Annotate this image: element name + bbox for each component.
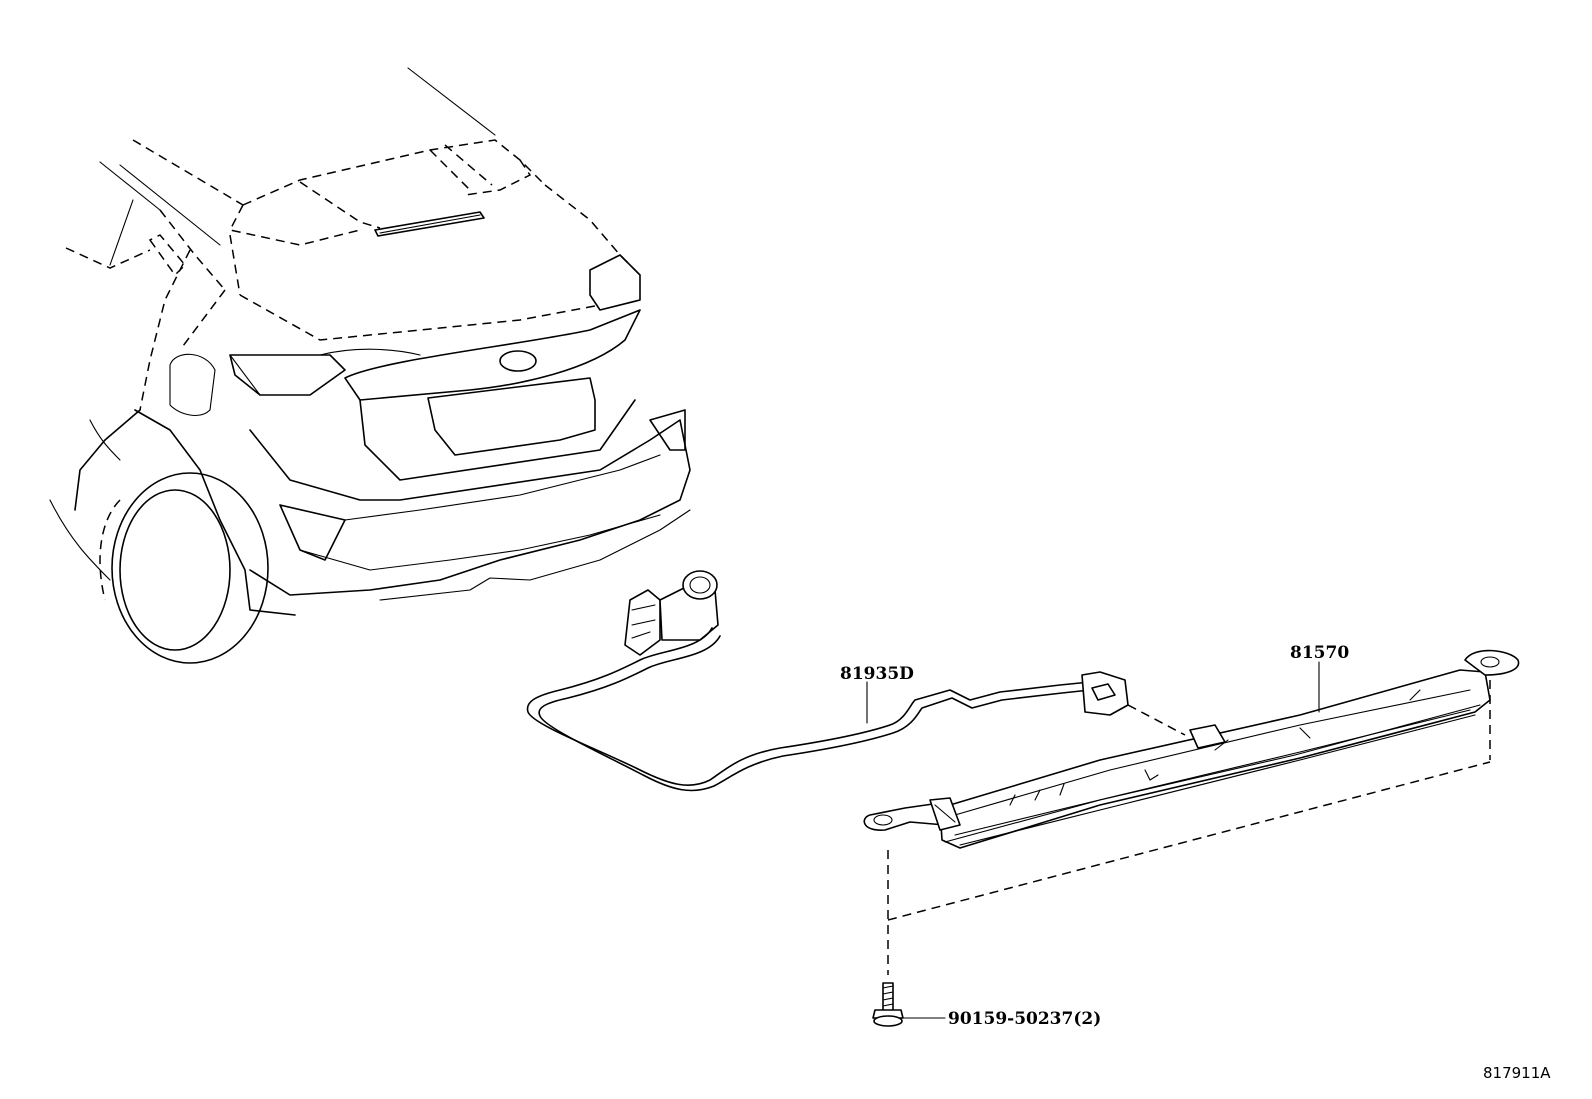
vehicle-rear-outline — [49, 67, 691, 664]
assembly-guide-lines — [887, 680, 1491, 975]
leader-lines — [866, 661, 1320, 1019]
callout-lamp-81570: 81570 — [1290, 643, 1349, 663]
high-mount-stop-lamp-81570[interactable] — [863, 649, 1520, 849]
screw-90159-50237[interactable] — [872, 982, 904, 1027]
callout-screw-90159-50237: 90159-50237(2) — [948, 1009, 1101, 1029]
figure-id: 817911A — [1483, 1064, 1551, 1082]
callout-harness-81935d: 81935D — [840, 664, 914, 684]
wire-harness-81935d[interactable] — [526, 570, 1129, 792]
